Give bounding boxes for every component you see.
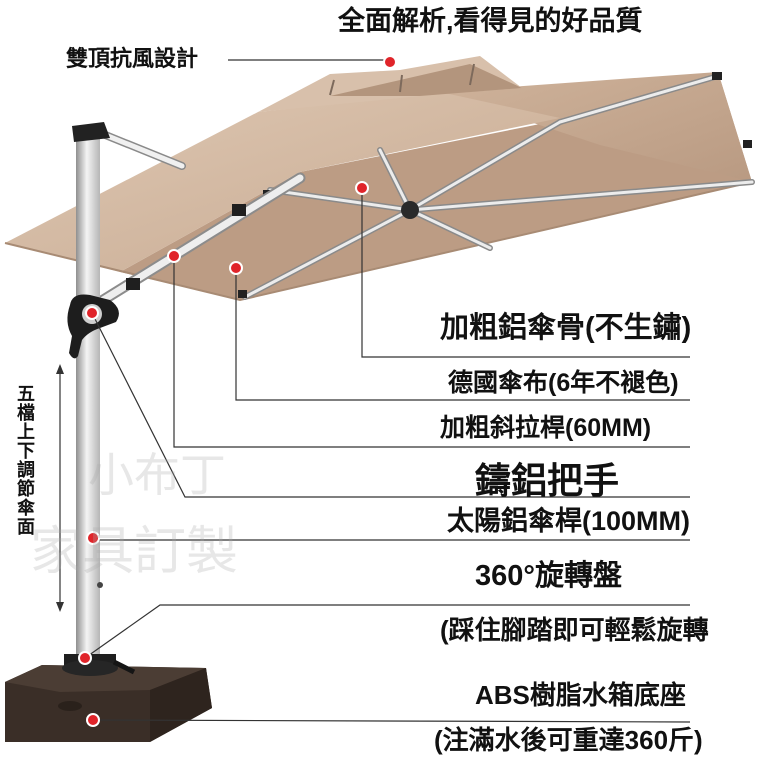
rib-joint [743, 140, 752, 148]
arm-joint [232, 204, 246, 216]
label-double-top: 雙頂抗風設計 [66, 46, 199, 71]
handle-crank [67, 294, 119, 359]
leader-base [92, 719, 691, 723]
leader-strut [173, 256, 690, 448]
label-base: ABS樹脂水箱底座 [475, 680, 686, 710]
water-base-side [150, 668, 212, 742]
label-handle: 鑄鋁把手 [475, 460, 620, 501]
pole-cap [72, 122, 110, 142]
markers [78, 55, 397, 727]
marker-rotate [78, 651, 92, 665]
leader-handle [91, 312, 690, 498]
watermark-line-1: 小布丁 [88, 448, 226, 502]
arrow-up-icon [56, 364, 64, 374]
pole-bolt [97, 582, 103, 588]
marker-ribs [355, 181, 369, 195]
page-title: 全面解析,看得見的好品質 [338, 6, 643, 36]
vent-canopy-underside [330, 64, 522, 96]
marker-double-top [383, 55, 397, 69]
rib-joint [712, 72, 722, 80]
arrow-down-icon [56, 602, 64, 612]
marker-fabric [229, 261, 243, 275]
arm-joint [126, 278, 140, 290]
pole [76, 132, 100, 662]
leader-rotate [84, 604, 690, 659]
vent-struts [329, 63, 475, 96]
rotating-disc-rim [62, 660, 118, 676]
label-adjust: 五檔上下調節傘面 [15, 384, 35, 536]
label-rotate: 360°旋轉盤 [475, 560, 622, 592]
rib-hub [401, 201, 419, 219]
marker-strut [167, 249, 181, 263]
label-ribs: 加粗鋁傘骨(不生鏽) [440, 312, 692, 344]
leader-fabric [235, 268, 690, 401]
watermark-line-2: 家具訂製 [30, 522, 239, 582]
base-fill-cap [58, 701, 82, 711]
marker-base [86, 713, 100, 727]
water-base-top [5, 665, 206, 692]
canopy-top-surface [5, 92, 560, 272]
label-pole: 太陽鋁傘桿(100MM) [447, 506, 691, 536]
rib-joint [238, 290, 247, 298]
canopy-right-panel [440, 72, 752, 182]
support-arm [95, 129, 185, 169]
label-fabric: 德國傘布(6年不褪色) [448, 369, 679, 397]
label-strut: 加粗斜拉桿(60MM) [440, 414, 652, 442]
label-rotate-note: (踩住腳踏即可輕鬆旋轉 [440, 615, 709, 645]
foot-pedal [112, 659, 136, 675]
marker-pole [86, 531, 100, 545]
canopy-ribs [242, 73, 755, 300]
leader-lines [59, 59, 691, 723]
marker-handle [85, 306, 99, 320]
label-base-note: (注滿水後可重達360斤) [434, 725, 703, 755]
leader-ribs [361, 188, 690, 358]
